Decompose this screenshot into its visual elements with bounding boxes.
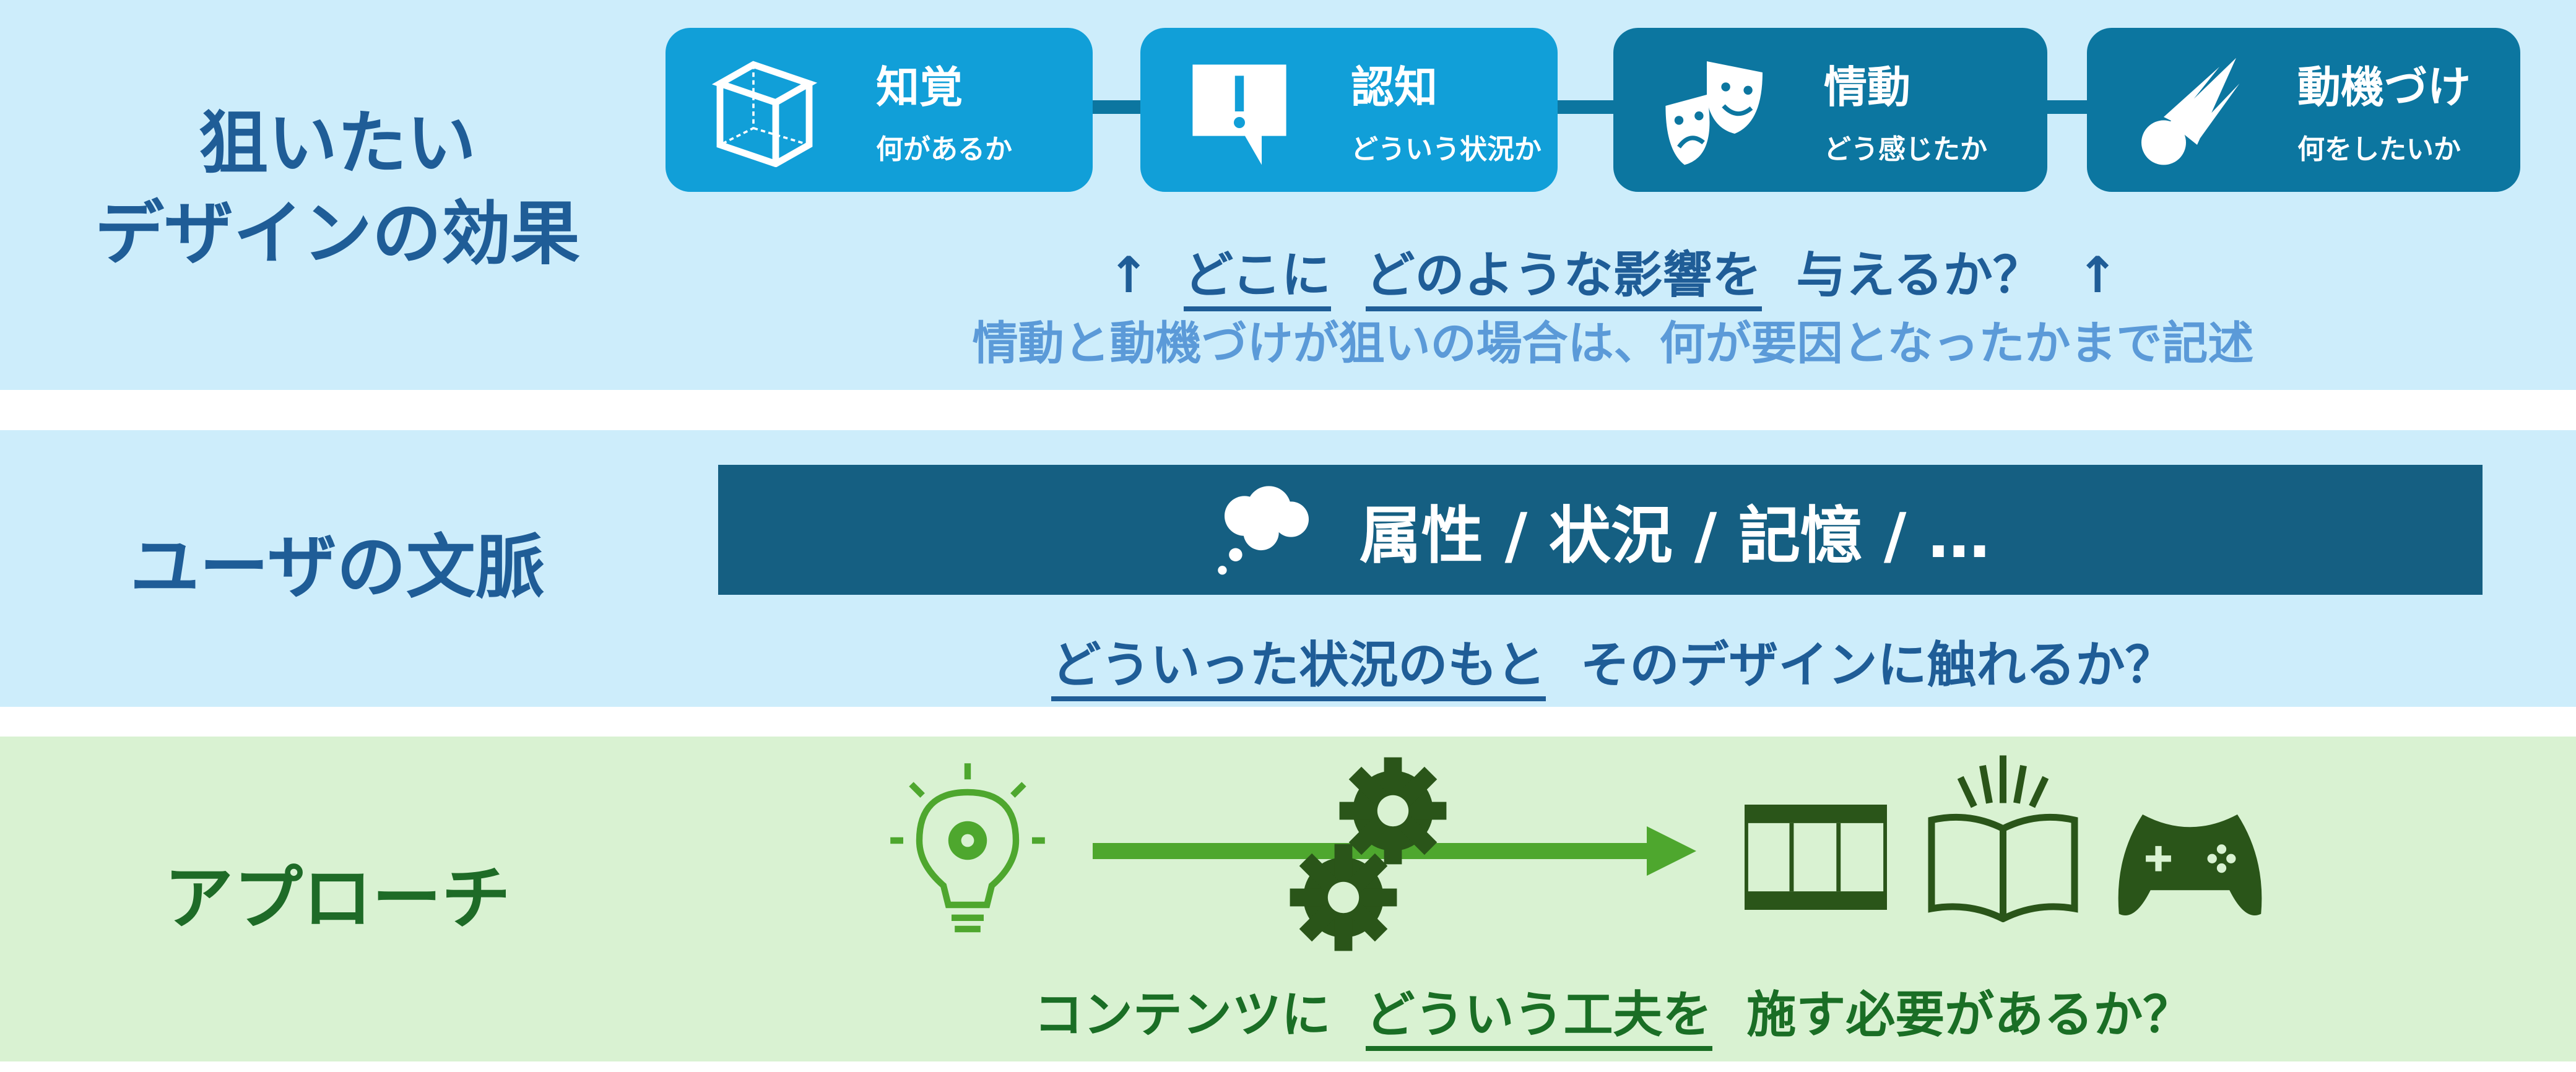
exclamation-bubble-icon [1192, 64, 1286, 165]
up-arrow-icon: ↑ [1108, 246, 1150, 304]
gear-icon [1339, 757, 1447, 865]
design-effect-section: 狙いたい デザインの効果 知覚 何があるか 認知 どういう状況か 情動 どう感じ… [0, 0, 2576, 390]
arrow-shaft [1093, 843, 1650, 859]
box-title: 認知 [1351, 62, 1438, 113]
open-book-icon [1928, 755, 2078, 922]
approach-title: アプローチ [164, 858, 511, 939]
meteor-icon [2141, 58, 2240, 165]
box-title: 情動 [1824, 62, 1910, 113]
where-text: どこに [1184, 246, 1331, 311]
context-question: どういった状況のもと そのデザインに触れるか？ [650, 625, 2576, 701]
content-text: コンテンツに [1033, 986, 1331, 1044]
effect-note: 情動と動機づけが狙いの場合は、何が要因となったかまで記述 [972, 317, 2254, 370]
gear-icon [1290, 844, 1397, 951]
approach-question: コンテンツに どういう工夫を 施す必要があるか？ [650, 975, 2576, 1051]
thought-cloud-icon [1218, 486, 1309, 575]
box-title: 知覚 [876, 62, 963, 113]
theater-masks-icon [1665, 61, 1763, 165]
effect-title: 狙いたい デザインの効果 [25, 99, 650, 279]
arrow-head-icon [1647, 826, 1696, 876]
box-subtitle: どういう状況か [1351, 134, 1542, 165]
box-motivation: 動機づけ 何をしたいか [2087, 28, 2520, 192]
title-line1: 狙いたい [199, 103, 476, 184]
box-cognition: 認知 どういう状況か [1140, 28, 1558, 192]
question-tail: そのデザインに触れるか？ [1580, 636, 2175, 694]
context-bar: 属性 / 状況 / 記憶 / … [718, 465, 2483, 595]
lightbulb-gear-icon [890, 763, 1045, 933]
question-tail: 施す必要があるか？ [1746, 986, 2193, 1044]
box-perception: 知覚 何があるか [666, 28, 1093, 192]
box-subtitle: 何をしたいか [2297, 134, 2461, 165]
approach-section: アプローチ [0, 737, 2576, 1061]
game-controller-icon [2118, 814, 2262, 916]
technique-text: どういう工夫を [1365, 986, 1712, 1051]
context-title: ユーザの文脈 [130, 527, 545, 608]
box-emotion: 情動 どう感じたか [1613, 28, 2047, 192]
cube-icon [711, 61, 818, 167]
film-strip-icon [1745, 805, 1887, 910]
effect-question: ↑ どこに どのような影響を 与えるか？ ↑ [650, 235, 2576, 311]
situation-text: どういった状況のもと [1051, 636, 1546, 701]
up-arrow-icon: ↑ [2076, 246, 2118, 304]
box-subtitle: どう感じたか [1824, 134, 1987, 165]
box-subtitle: 何があるか [876, 134, 1012, 165]
influence-text: どのような影響を [1365, 246, 1762, 311]
title-line2: デザインの効果 [95, 193, 580, 274]
box-title: 動機づけ [2297, 62, 2471, 113]
question-tail: 与えるか？ [1796, 246, 2042, 304]
context-bar-text: 属性 / 状況 / 記憶 / … [1359, 499, 1990, 572]
